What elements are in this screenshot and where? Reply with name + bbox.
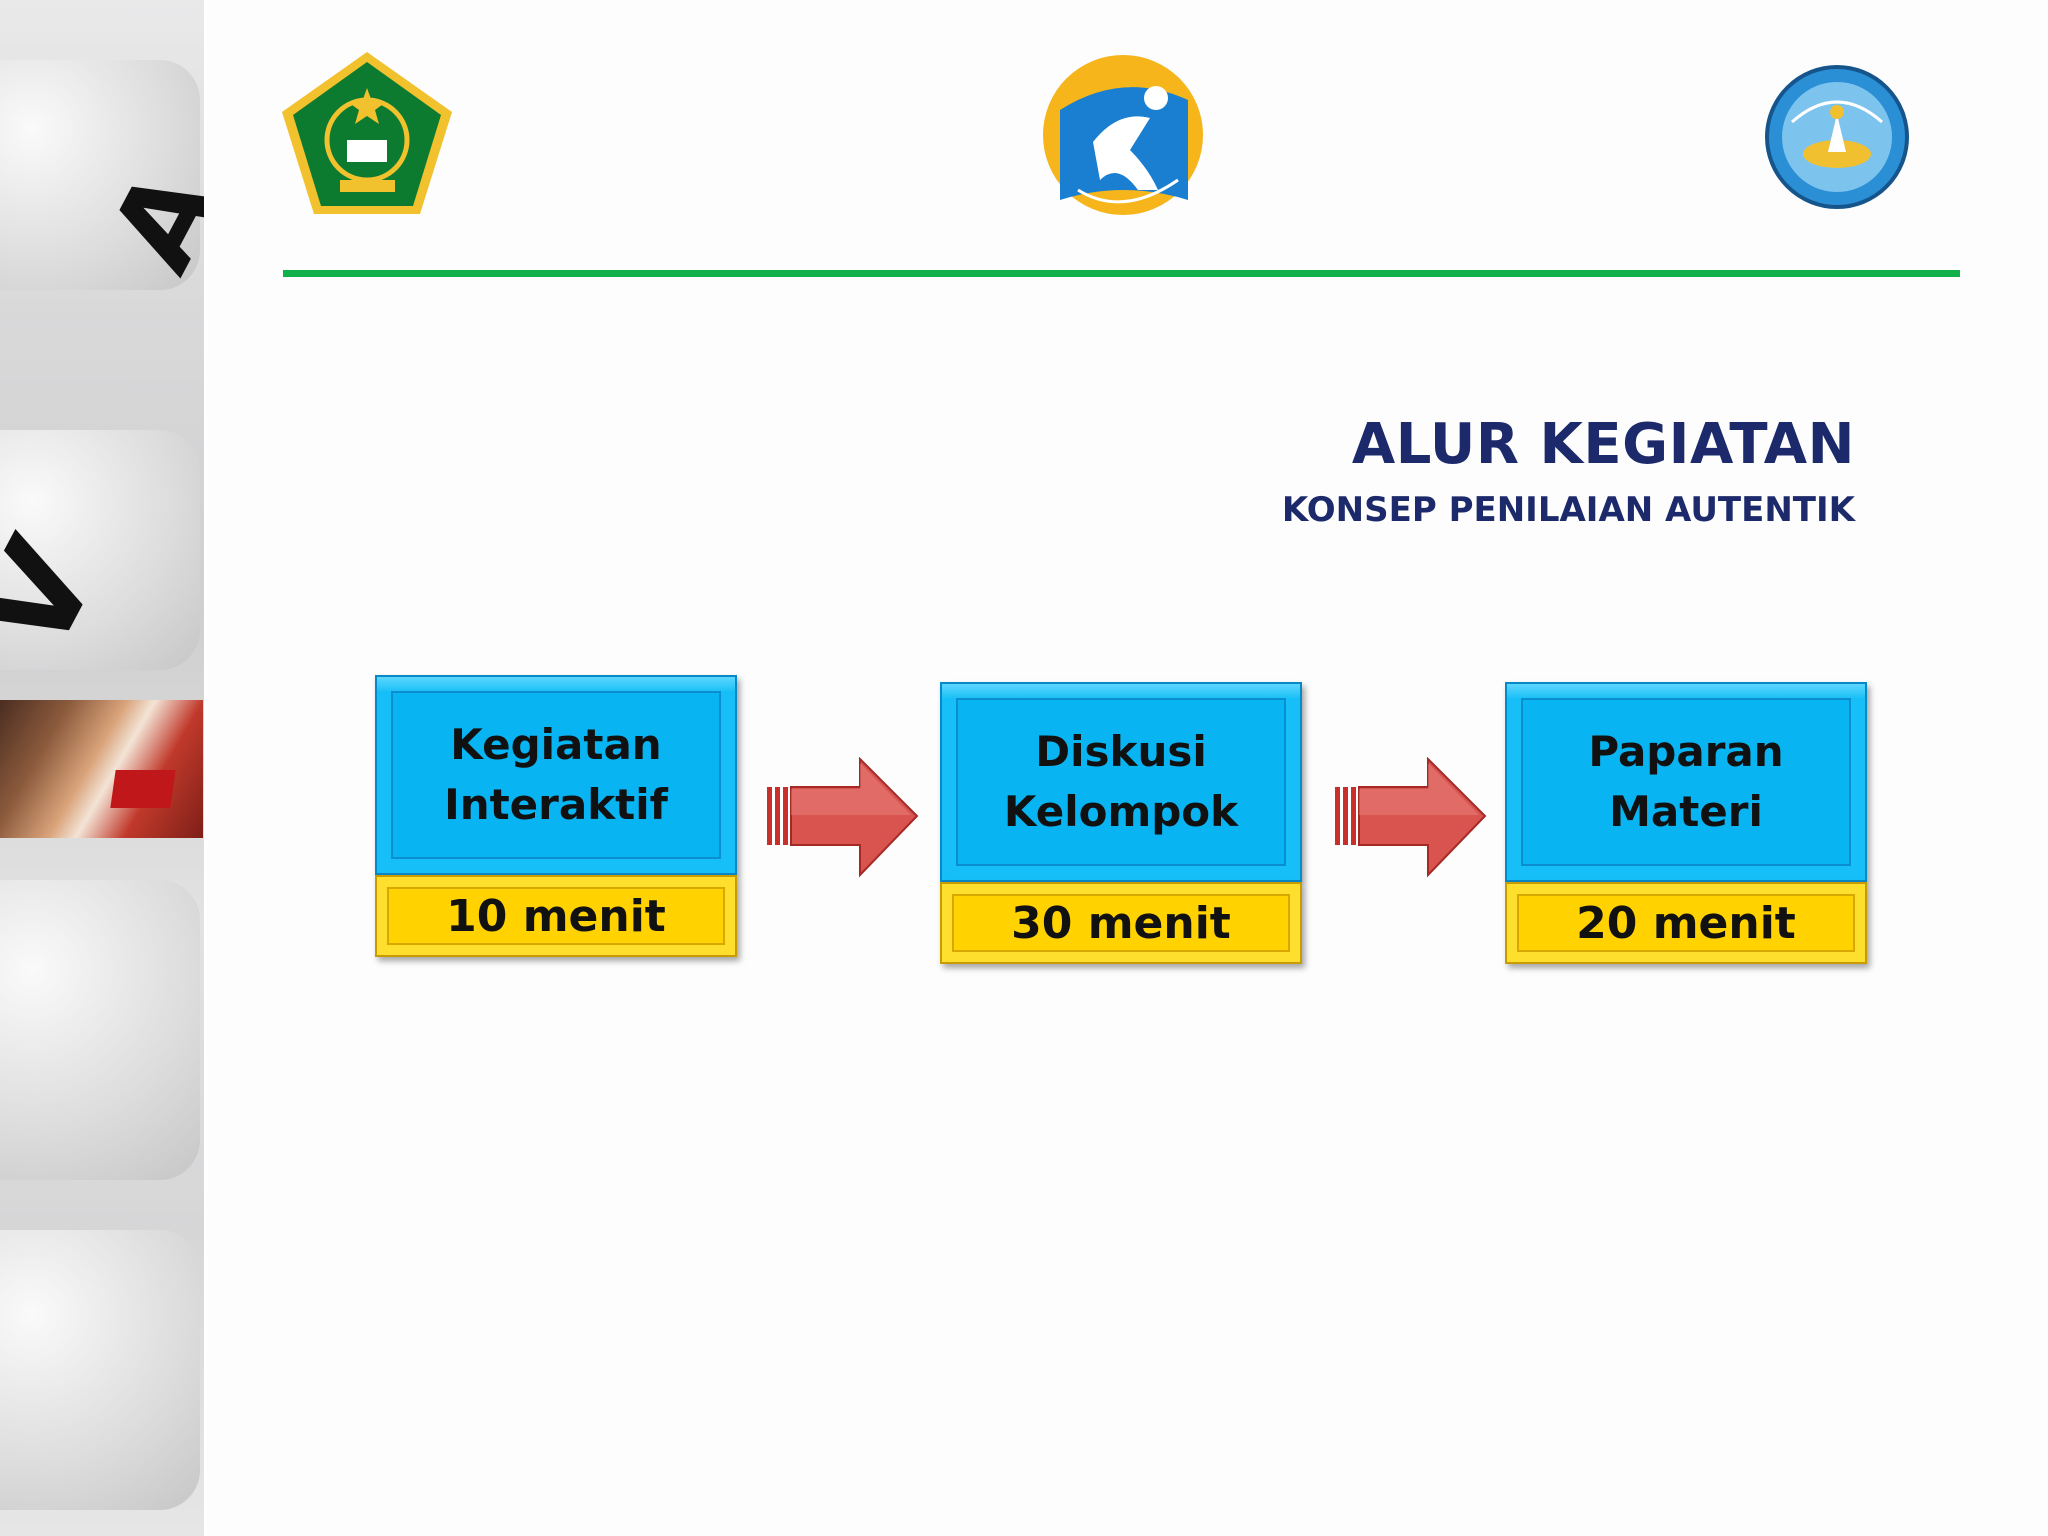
tut-wuri-handayani-logo — [1765, 65, 1909, 209]
decorative-keyboard-strip: A V — [0, 0, 205, 1536]
step-duration-box: 30 menit — [940, 882, 1302, 964]
keyboard-key — [0, 430, 200, 670]
step-box: Paparan Materi — [1505, 682, 1867, 882]
flow-arrow-icon — [767, 757, 919, 878]
flow-step-kegiatan-interaktif: Kegiatan Interaktif 10 menit — [375, 675, 737, 957]
step-label: Diskusi Kelompok — [1003, 727, 1239, 836]
laptop-screen — [110, 770, 176, 808]
keyboard-key — [0, 60, 200, 290]
header-divider — [283, 270, 1960, 277]
step-duration: 10 menit — [446, 890, 666, 942]
step-duration: 20 menit — [1576, 897, 1796, 949]
flow-arrow-icon — [1335, 757, 1487, 878]
flow-step-paparan-materi: Paparan Materi 20 menit — [1505, 682, 1867, 964]
page-subtitle: KONSEP PENILAIAN AUTENTIK — [1281, 490, 1855, 530]
kurikulum-2013-logo — [1043, 55, 1203, 215]
step-duration-box: 20 menit — [1505, 882, 1867, 964]
flow-step-diskusi-kelompok: Diskusi Kelompok 30 menit — [940, 682, 1302, 964]
step-duration-box: 10 menit — [375, 875, 737, 957]
keyboard-key — [0, 880, 200, 1180]
page-title: ALUR KEGIATAN — [1351, 412, 1855, 477]
step-box: Diskusi Kelompok — [940, 682, 1302, 882]
strip-divider — [204, 0, 207, 1536]
kemenag-logo — [282, 52, 452, 214]
step-label: Kegiatan Interaktif — [444, 720, 668, 829]
students-laptop-photo — [0, 700, 203, 838]
keyboard-key — [0, 1230, 200, 1510]
step-label: Paparan Materi — [1588, 727, 1784, 836]
step-duration: 30 menit — [1011, 897, 1231, 949]
step-box: Kegiatan Interaktif — [375, 675, 737, 875]
